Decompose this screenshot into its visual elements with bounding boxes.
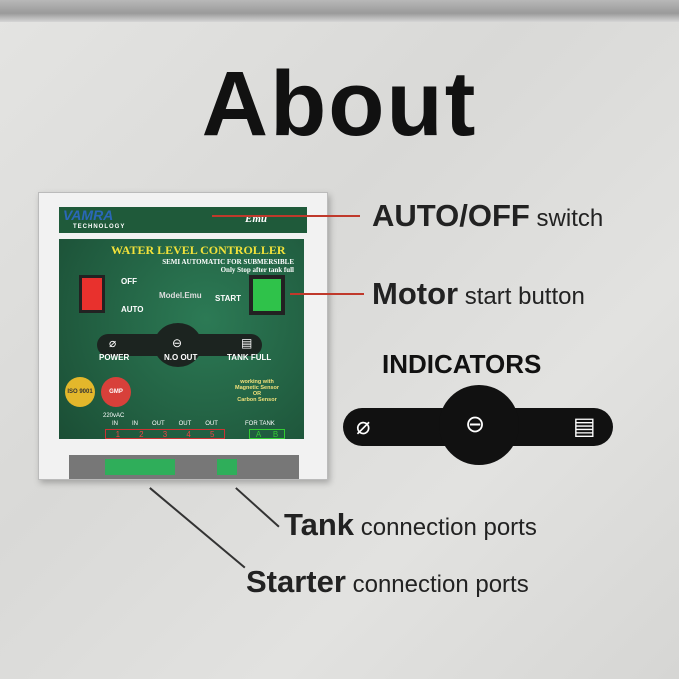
terminal-number: 2	[139, 430, 144, 439]
terminal-number: 5	[209, 430, 215, 439]
terminal-number: 4	[186, 430, 191, 439]
tank-full-icon: ▤	[573, 413, 596, 440]
tank-full-icon: ▤	[241, 336, 253, 350]
model-label: Model.Emu	[159, 291, 202, 300]
sensor-note-line: working with	[240, 379, 274, 385]
terminal-number: 1	[115, 430, 121, 439]
terminal-label: IN	[131, 421, 138, 427]
auto-label: AUTO	[121, 305, 144, 314]
starter-connector	[105, 459, 175, 475]
water-level-controller-image: VAMRA TECHNOLOGY Emu WATER LEVEL CONTROL…	[38, 192, 328, 480]
no-out-label: N.O OUT	[164, 353, 198, 362]
control-panel: WATER LEVEL CONTROLLER SEMI AUTOMATIC FO…	[59, 239, 304, 439]
terminal-labels: IN IN OUT OUT OUT	[105, 421, 225, 427]
terminal-label: OUT	[151, 421, 165, 427]
motor-callout: Motor start button	[372, 276, 585, 312]
sensor-note-line: OR	[252, 391, 262, 397]
motor-leader-line	[290, 293, 364, 295]
subheading: SEMI AUTOMATIC FOR SUBMERSIBLE	[162, 258, 294, 266]
auto-off-callout: AUTO/OFF switch	[372, 198, 603, 234]
tank-terminal: A	[255, 430, 262, 439]
sensor-note-line: Magnetic Sensor	[235, 385, 280, 391]
connector-strip	[69, 455, 299, 479]
page-title: About	[201, 53, 478, 155]
iso-seal: ISO 9001	[65, 377, 95, 407]
indicators-title: INDICATORS	[382, 349, 542, 379]
power-icon: ⌀	[109, 336, 117, 350]
off-label: OFF	[121, 277, 137, 286]
starter-callout: Starter connection ports	[246, 564, 529, 600]
indicator-center	[154, 323, 202, 367]
terminal-label: OUT	[178, 421, 192, 427]
tank-full-label: TANK FULL	[227, 353, 272, 362]
callout-text: connection ports	[360, 514, 537, 541]
callout-bold: Starter	[246, 564, 346, 599]
brand-logo: VAMRA	[63, 207, 114, 223]
terminal-label: OUT	[205, 421, 218, 427]
callout-bold: AUTO/OFF	[372, 198, 530, 233]
terminal-label: IN	[111, 421, 118, 427]
starter-leader-line	[149, 487, 246, 569]
terminal-number: 3	[162, 430, 168, 439]
power-icon: ⌀	[356, 413, 371, 440]
tank-callout: Tank connection ports	[284, 507, 537, 543]
no-out-icon: ⊖	[465, 411, 486, 438]
callout-bold: Tank	[284, 507, 355, 542]
auto-off-leader-line	[212, 215, 360, 217]
gmp-seal: GMP	[101, 377, 131, 407]
callout-bold: Motor	[372, 276, 459, 311]
callout-text: switch	[536, 205, 604, 232]
tank-label: FOR TANK	[245, 421, 275, 427]
brand-subtitle: TECHNOLOGY	[73, 224, 126, 230]
power-label: POWER	[99, 353, 130, 362]
sensor-note-line: Carbon Sensor	[237, 397, 277, 403]
sensor-note: working with Magnetic Sensor OR Carbon S…	[235, 379, 279, 403]
tank-terminal: B	[272, 430, 279, 439]
tank-terminals: A B	[249, 429, 285, 439]
indicators-center	[439, 385, 519, 465]
auto-off-switch	[79, 275, 105, 313]
terminal-numbers: 1 2 3 4 5	[105, 429, 225, 439]
tank-connector	[217, 459, 237, 475]
device-heading: WATER LEVEL CONTROLLER	[111, 243, 286, 257]
tank-leader-line	[235, 487, 280, 528]
brand-strip: VAMRA TECHNOLOGY Emu	[59, 207, 307, 233]
callout-text: start button	[464, 283, 585, 310]
top-frame	[0, 0, 679, 22]
terminal-voltage: 220vAC	[103, 413, 125, 419]
start-label: START	[215, 294, 242, 303]
callout-text: connection ports	[352, 571, 529, 598]
motor-start-button	[249, 275, 285, 315]
subnote: Only Stop after tank full	[220, 266, 294, 274]
no-out-icon: ⊖	[172, 336, 183, 350]
